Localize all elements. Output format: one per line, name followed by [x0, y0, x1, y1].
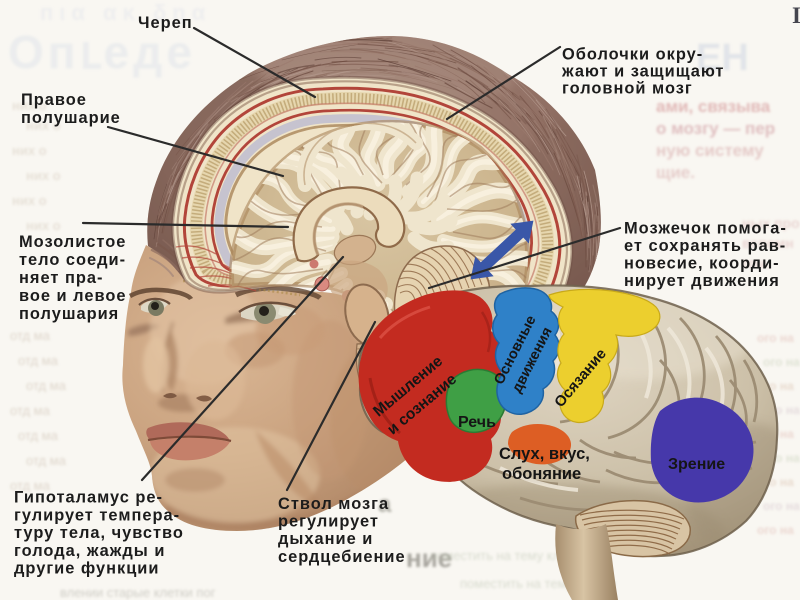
svg-text:отд ма: отд ма [18, 428, 59, 443]
svg-text:отд ма: отд ма [18, 353, 59, 368]
svg-text:ЕН: ЕН [696, 37, 749, 79]
svg-text:ную систему: ную систему [656, 141, 764, 160]
svg-text:о мозгу — пер: о мозгу — пер [656, 119, 775, 138]
svg-text:I: I [792, 3, 800, 28]
svg-text:Слух, вкус,: Слух, вкус, [499, 445, 590, 463]
svg-text:Речь: Речь [458, 414, 496, 431]
svg-text:пια ακ δηα: пια ακ δηα [40, 0, 211, 25]
svg-text:отд ма: отд ма [26, 453, 67, 468]
svg-text:отд ма: отд ма [10, 403, 51, 418]
svg-text:ого на: ого на [763, 499, 800, 513]
svg-text:отд ма: отд ма [26, 378, 67, 393]
svg-text:влении старые клетки пог: влении старые клетки пог [60, 585, 216, 600]
svg-text:ных про: ных про [742, 215, 800, 231]
svg-text:них о: них о [12, 143, 47, 158]
svg-text:Мозжечок помога-ет сохранять р: Мозжечок помога-ет сохранять рав-новесие… [624, 220, 787, 291]
svg-text:Череп: Череп [138, 14, 193, 32]
svg-text:отд ма: отд ма [10, 478, 51, 493]
svg-text:Опւеде: Опւеде [8, 26, 196, 78]
svg-text:а: а [378, 491, 392, 518]
svg-text:Гипоталамус ре-гулирует темпер: Гипоталамус ре-гулирует темпера-туру тел… [14, 489, 184, 578]
svg-text:Зрение: Зрение [668, 456, 725, 473]
svg-text:вспомн: вспомн [742, 235, 794, 251]
svg-text:них о: них о [26, 218, 61, 233]
svg-text:ние: ние [406, 543, 452, 573]
svg-text:ого на: ого на [757, 523, 794, 537]
svg-text:них о: них о [26, 168, 61, 183]
svg-text:них о: них о [12, 98, 47, 113]
svg-text:них о: них о [26, 118, 61, 133]
svg-text:гом.: гом. [742, 255, 770, 271]
svg-text:них о: них о [12, 193, 47, 208]
svg-text:ого на: ого на [763, 355, 800, 369]
svg-text:обоняние: обоняние [502, 465, 581, 483]
svg-text:щие.: щие. [656, 163, 695, 182]
svg-text:отд ма: отд ма [10, 328, 51, 343]
svg-text:ого на: ого на [757, 331, 794, 345]
svg-text:поместить на тему клетки: поместить на тему клетки [430, 548, 586, 563]
svg-text:ами, связыва: ами, связыва [656, 97, 771, 116]
